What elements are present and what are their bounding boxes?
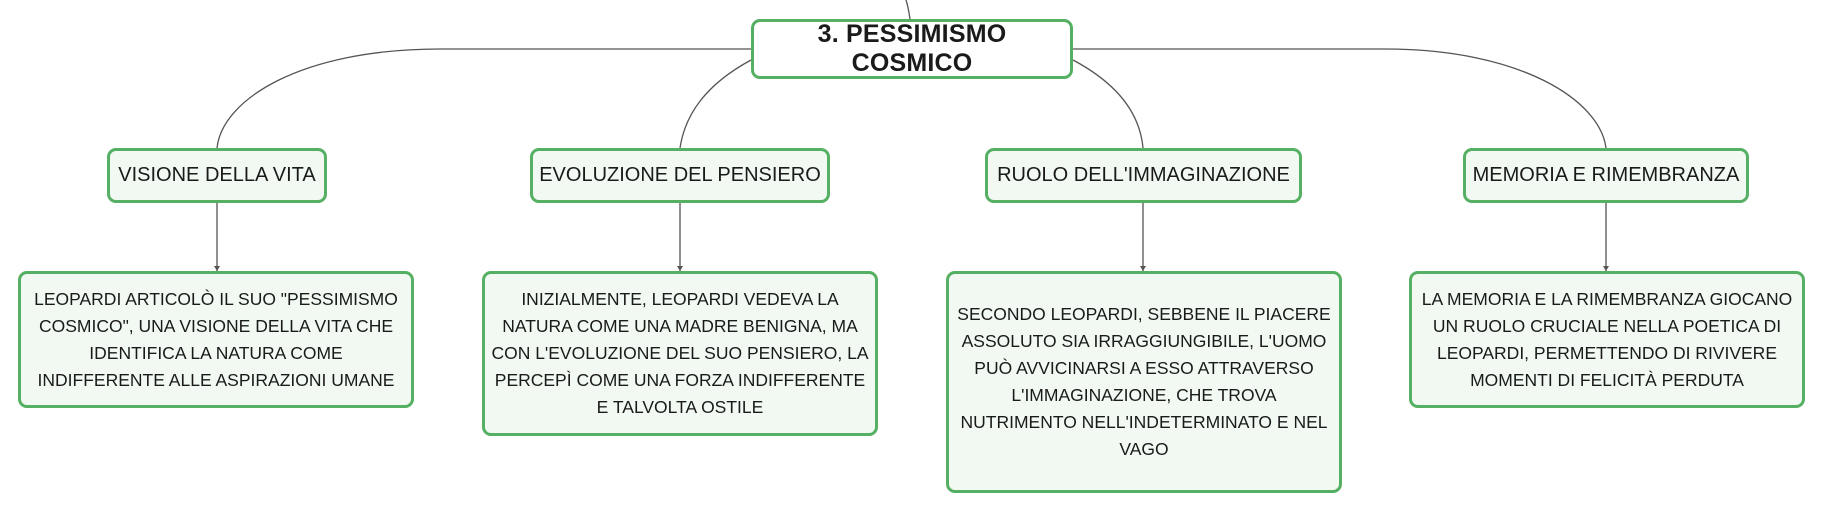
arrowhead-evoluzione-detail	[677, 266, 683, 271]
topic-node-visione-della-vita[interactable]: VISIONE DELLA VITA	[107, 148, 327, 203]
connector-root-to-ruolo	[1072, 59, 1144, 149]
connector-root-to-memoria	[1073, 48, 1607, 149]
detail-text: SECONDO LEOPARDI, SEBBENE IL PIACERE ASS…	[957, 304, 1331, 459]
detail-text: LEOPARDI ARTICOLÒ IL SUO "PESSIMISMO COS…	[34, 288, 398, 390]
connector-root-to-evoluzione	[679, 59, 752, 149]
detail-node-evoluzione-del-pensiero[interactable]: INIZIALMENTE, LEOPARDI VEDEVA LA NATURA …	[482, 271, 878, 436]
topic-node-evoluzione-del-pensiero[interactable]: EVOLUZIONE DEL PENSIERO	[530, 148, 830, 203]
detail-node-ruolo-dell-immaginazione[interactable]: SECONDO LEOPARDI, SEBBENE IL PIACERE ASS…	[946, 271, 1342, 493]
arrowhead-memoria-detail	[1603, 266, 1609, 271]
detail-text: INIZIALMENTE, LEOPARDI VEDEVA LA NATURA …	[491, 289, 869, 417]
detail-node-memoria-e-rimembranza[interactable]: LA MEMORIA E LA RIMEMBRANZA GIOCANO UN R…	[1409, 271, 1805, 408]
topic-node-ruolo-dell-immaginazione[interactable]: RUOLO DELL'IMMAGINAZIONE	[985, 148, 1302, 203]
topic-label: EVOLUZIONE DEL PENSIERO	[539, 164, 821, 186]
arrowhead-ruolo-detail	[1140, 266, 1146, 271]
connector-root-to-visione	[216, 48, 751, 149]
arrowhead-visione-detail	[214, 266, 220, 271]
detail-node-visione-della-vita[interactable]: LEOPARDI ARTICOLÒ IL SUO "PESSIMISMO COS…	[18, 271, 414, 408]
topic-label: RUOLO DELL'IMMAGINAZIONE	[997, 164, 1290, 186]
root-node[interactable]: 3. PESSIMISMO COSMICO	[751, 19, 1073, 79]
connector-parent-to-root	[905, 0, 911, 20]
detail-text: LA MEMORIA E LA RIMEMBRANZA GIOCANO UN R…	[1421, 288, 1793, 390]
topic-label: VISIONE DELLA VITA	[118, 164, 316, 186]
topic-node-memoria-e-rimembranza[interactable]: MEMORIA E RIMEMBRANZA	[1463, 148, 1749, 203]
root-label: 3. PESSIMISMO COSMICO	[817, 20, 1007, 77]
topic-label: MEMORIA E RIMEMBRANZA	[1472, 164, 1740, 186]
